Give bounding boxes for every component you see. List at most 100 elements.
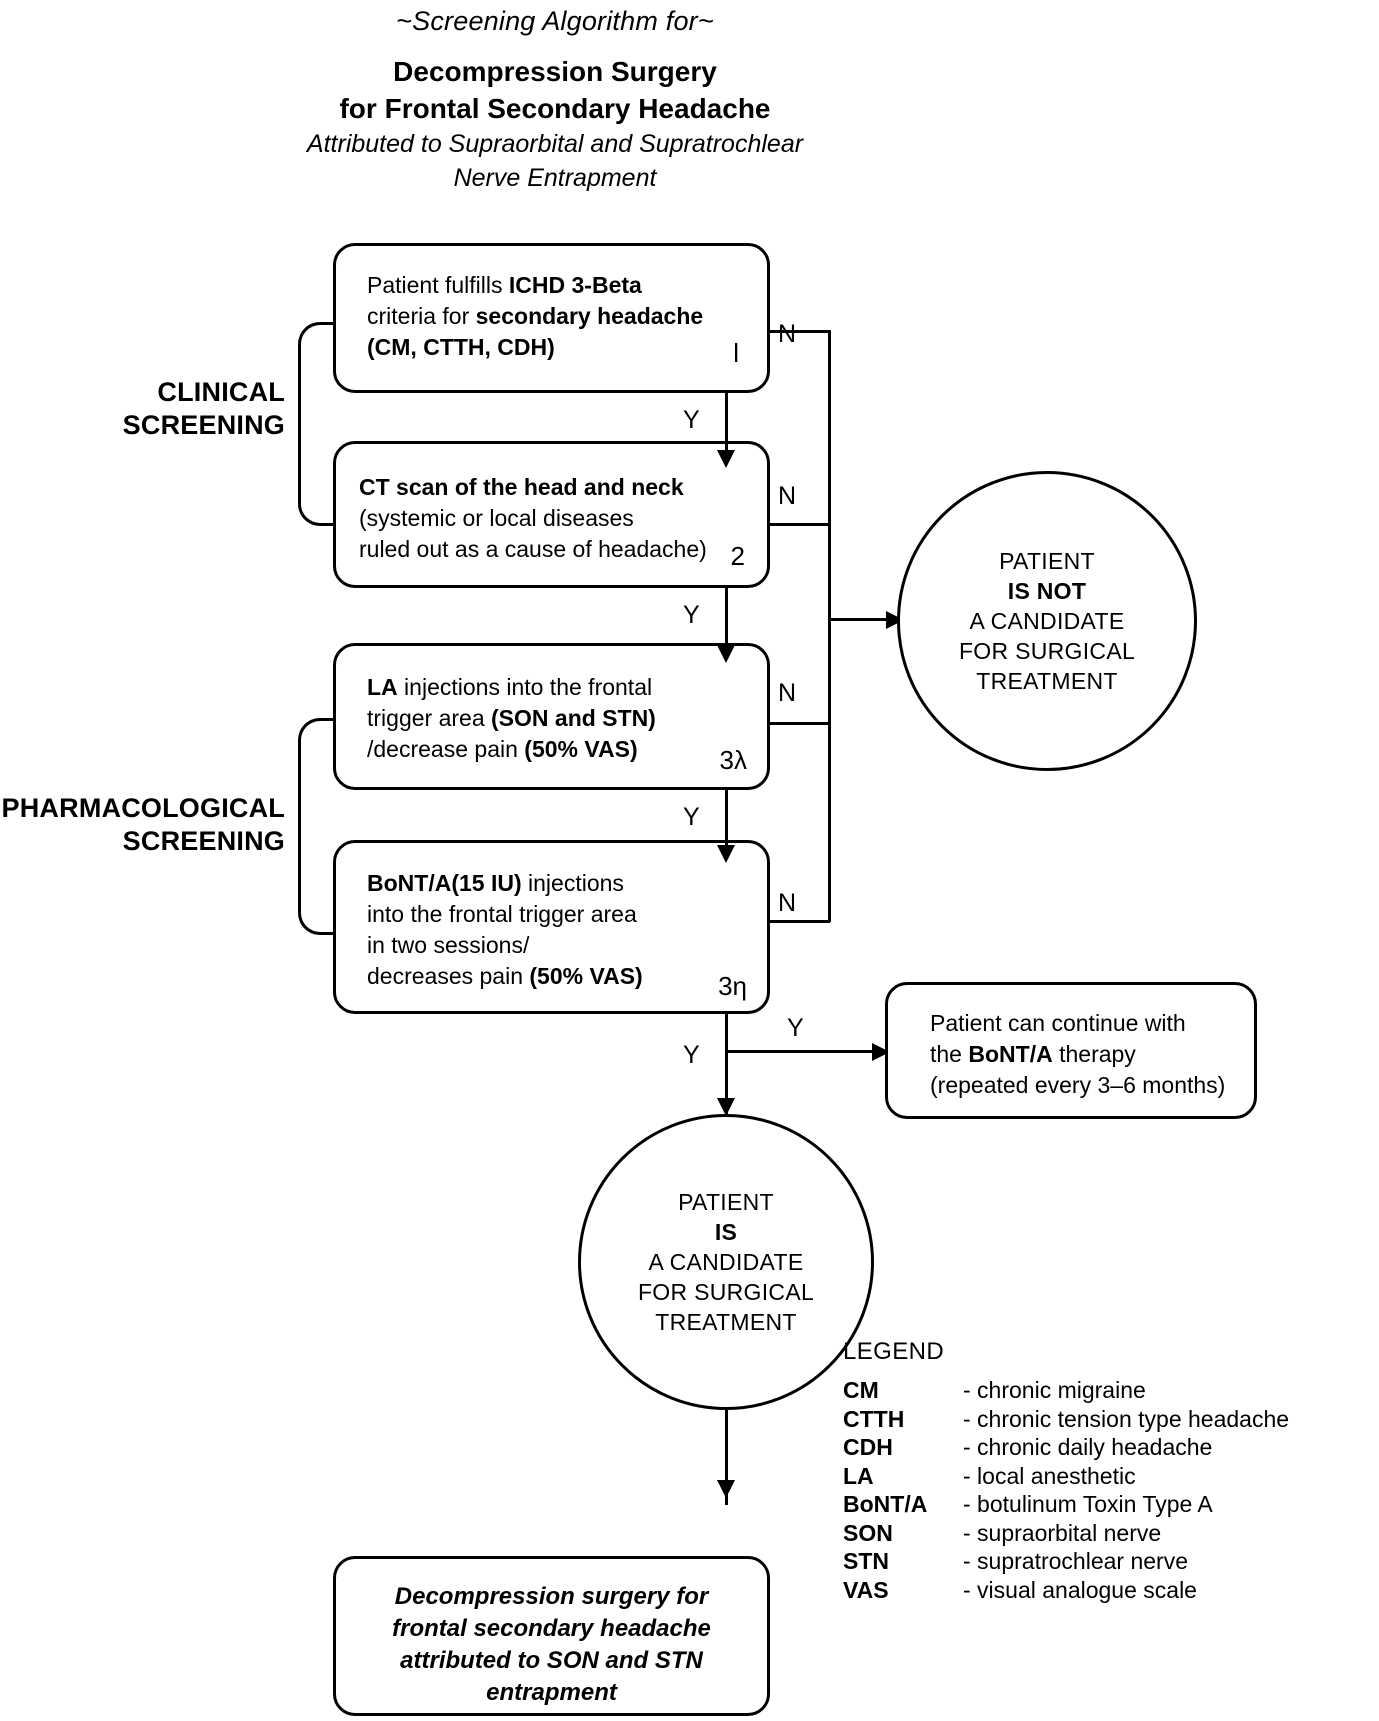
edge-label-n-step3: N [778, 679, 797, 707]
not-candidate-l1: PATIENT [999, 548, 1095, 574]
legend-desc: - chronic daily headache [963, 1434, 1213, 1460]
edge-step2-to-step3 [725, 588, 728, 650]
node-step1-ichd-criteria[interactable]: Patient fulfills ICHD 3-Beta criteria fo… [333, 243, 770, 393]
step2-line3-plain: ruled out as a cause of headache) [359, 536, 707, 562]
step2-line2-plain: (systemic or local diseases [359, 505, 634, 531]
edge-step4-no-stub [768, 920, 830, 923]
step1-line1-plain: Patient fulfills [367, 272, 509, 298]
node-step3-marker: 3λ [719, 745, 747, 775]
node-continue-bonta-therapy[interactable]: Patient can continue with the BoNT/A the… [885, 982, 1257, 1119]
step3-line1-bold: LA [367, 674, 398, 700]
step4-line2-plain: into the frontal trigger area [367, 901, 637, 927]
therapy-line2b: therapy [1052, 1041, 1136, 1067]
edge-step4-to-candidate [725, 1014, 728, 1114]
is-candidate-l2: IS [714, 1219, 738, 1245]
title-subtitle-top: ~Screening Algorithm for~ [396, 6, 714, 36]
node-step4-bonta-injections[interactable]: BoNT/A(15 IU) injections into the fronta… [333, 840, 770, 1014]
edge-step3-to-step4-arrowhead [717, 845, 735, 863]
edge-step2-to-step3-arrowhead [717, 645, 735, 663]
node-step4-marker: 3η [718, 971, 747, 1001]
phase-label-pharma-line2: SCREENING [122, 826, 285, 856]
step4-line4-plain: decreases pain [367, 963, 530, 989]
title-sub-line1: Attributed to Supraorbital and Supratroc… [306, 130, 804, 158]
legend-desc: - supratrochlear nerve [963, 1548, 1188, 1574]
edge-label-y-step2: Y [683, 601, 700, 629]
clinical-screening-bracket [298, 322, 342, 526]
legend-desc: - botulinum Toxin Type A [963, 1491, 1213, 1517]
phase-label-clinical-line2: SCREENING [122, 410, 285, 440]
phase-label-pharmacological: PHARMACOLOGICAL SCREENING [0, 792, 285, 858]
not-candidate-l4: FOR SURGICAL [958, 638, 1136, 664]
edge-label-y-therapy: Y [787, 1014, 804, 1042]
legend-row: STN - supratrochlear nerve [843, 1547, 1289, 1576]
legend-row: CTTH - chronic tension type headache [843, 1405, 1289, 1434]
edge-label-n-step4: N [778, 889, 797, 917]
legend-rows: CM - chronic migraine CTTH - chronic ten… [843, 1376, 1289, 1604]
edge-no-collector-rail [828, 330, 831, 922]
step4-line4-bold: (50% VAS) [529, 963, 643, 989]
edge-label-y-step4: Y [683, 1041, 700, 1069]
step4-line1-bold: BoNT/A(15 IU) [367, 870, 522, 896]
legend-abbr: LA [843, 1462, 874, 1489]
is-candidate-l5: TREATMENT [655, 1309, 797, 1335]
node-step2-text: CT scan of the head and neck (systemic o… [359, 472, 759, 565]
therapy-line2-bold: BoNT/A [968, 1041, 1053, 1067]
node-step3-text: LA injections into the frontal trigger a… [367, 672, 757, 765]
not-candidate-text: PATIENT IS NOT A CANDIDATE FOR SURGICAL … [959, 546, 1135, 696]
legend-abbr: BoNT/A [843, 1491, 928, 1517]
edge-step1-no-stub [768, 330, 830, 333]
edge-label-n-step1: N [778, 320, 797, 348]
title-sub-line2: Nerve Entrapment [453, 164, 657, 192]
legend-abbr: STN [843, 1548, 889, 1574]
node-is-a-candidate[interactable]: PATIENT IS A CANDIDATE FOR SURGICAL TREA… [578, 1114, 874, 1410]
node-step2-ct-scan[interactable]: CT scan of the head and neck (systemic o… [333, 441, 770, 588]
node-step1-marker: l [733, 338, 739, 368]
edge-step3-no-stub [768, 722, 830, 725]
edge-step4-to-candidate-arrowhead [717, 1098, 735, 1116]
pharmacological-screening-bracket [298, 718, 342, 935]
legend-row: SON - supraorbital nerve [843, 1519, 1289, 1548]
step3-line2-bold: (SON and STN) [491, 705, 656, 731]
legend: LEGEND CM - chronic migraine CTTH - chro… [843, 1338, 1289, 1604]
edge-label-y-step3: Y [683, 803, 700, 831]
legend-abbr: SON [843, 1519, 893, 1546]
legend-desc: - supraorbital nerve [963, 1519, 1162, 1546]
step4-line1-plain: injections [521, 870, 624, 896]
node-step3-la-injections[interactable]: LA injections into the frontal trigger a… [333, 643, 770, 790]
legend-desc: - visual analogue scale [963, 1576, 1197, 1603]
is-candidate-l1: PATIENT [678, 1189, 774, 1215]
legend-abbr: VAS [843, 1576, 889, 1603]
step2-line1-bold: CT scan of the head and neck [359, 474, 684, 500]
title-main-line1: Decompression Surgery [393, 56, 717, 87]
node-not-a-candidate[interactable]: PATIENT IS NOT A CANDIDATE FOR SURGICAL … [897, 471, 1197, 771]
not-candidate-l5: TREATMENT [976, 668, 1118, 694]
legend-row: VAS - visual analogue scale [843, 1576, 1289, 1605]
title-main-line2: for Frontal Secondary Headache [339, 93, 771, 124]
edge-label-n-step2: N [778, 482, 797, 510]
edge-step4-yes-to-therapy [725, 1050, 880, 1053]
not-candidate-l3: A CANDIDATE [969, 608, 1125, 634]
node-step2-marker: 2 [730, 541, 745, 571]
edge-step1-to-step2-arrowhead [717, 450, 735, 468]
phase-label-pharma-line1: PHARMACOLOGICAL [1, 793, 285, 823]
edge-label-y-step1: Y [683, 406, 700, 434]
node-final-decompression-surgery[interactable]: Decompression surgery for frontal second… [333, 1556, 770, 1716]
node-step4-text: BoNT/A(15 IU) injections into the fronta… [367, 868, 757, 992]
is-candidate-text: PATIENT IS A CANDIDATE FOR SURGICAL TREA… [638, 1187, 814, 1337]
legend-row: CM - chronic migraine [843, 1376, 1289, 1405]
legend-desc: - chronic tension type headache [963, 1405, 1290, 1432]
step3-line3-bold: (50% VAS) [524, 736, 638, 762]
legend-row: BoNT/A - botulinum Toxin Type A [843, 1490, 1289, 1519]
final-l1: Decompression surgery for [394, 1583, 709, 1610]
step1-line2-plain: criteria for [367, 303, 476, 329]
legend-desc: - local anesthetic [963, 1462, 1136, 1489]
edge-step1-to-step2 [725, 393, 728, 455]
edge-step3-to-step4 [725, 790, 728, 850]
legend-title: LEGEND [843, 1338, 945, 1365]
final-l4: entrapment [486, 1679, 617, 1706]
node-therapy-text: Patient can continue with the BoNT/A the… [930, 1008, 1250, 1101]
final-l2: frontal secondary headache [392, 1615, 711, 1642]
legend-abbr: CTTH [843, 1405, 905, 1432]
therapy-line3: (repeated every 3–6 months) [930, 1072, 1226, 1098]
node-step1-text: Patient fulfills ICHD 3-Beta criteria fo… [367, 270, 752, 363]
